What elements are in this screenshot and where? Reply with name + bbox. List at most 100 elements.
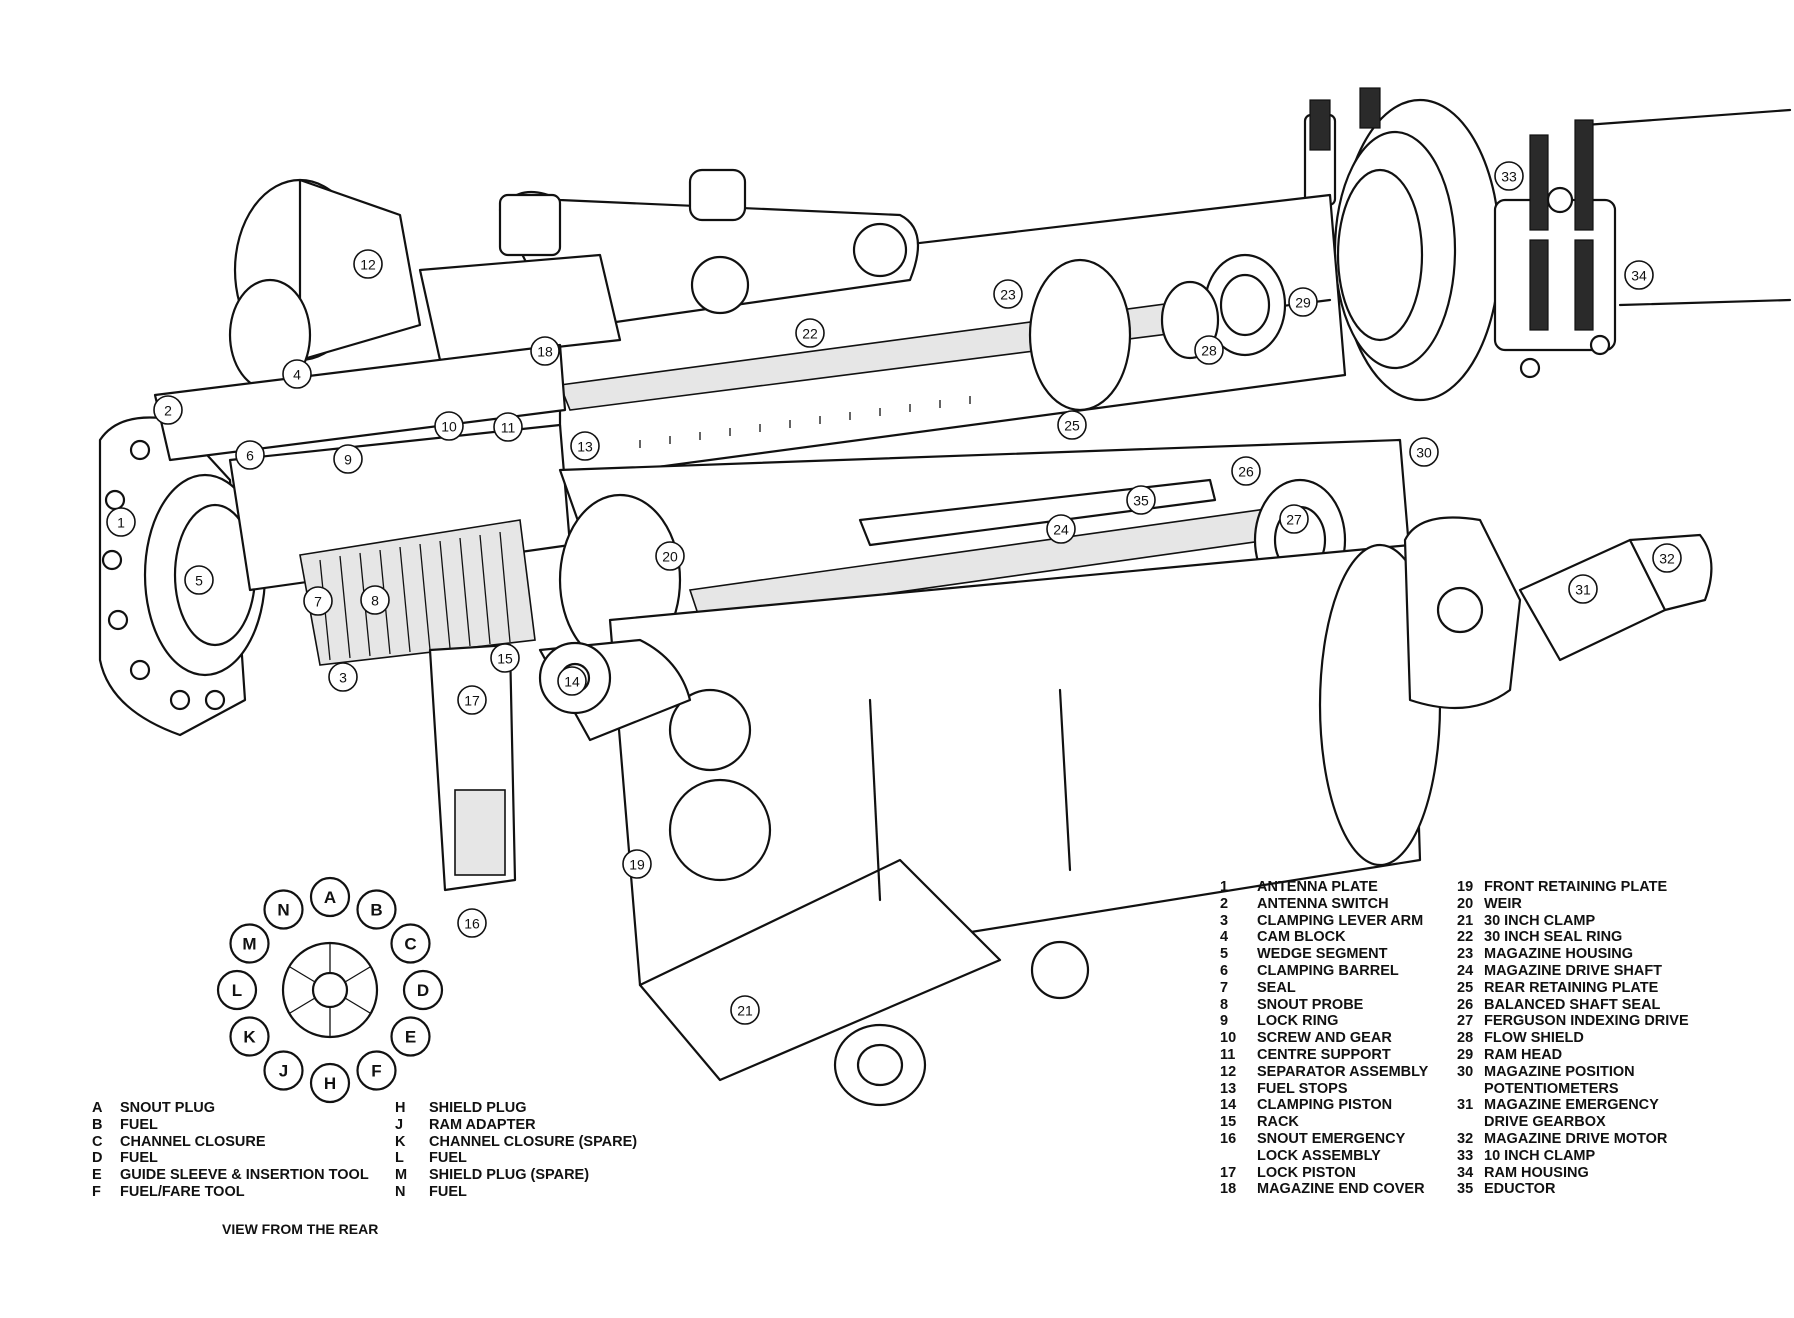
legend-row: 33 10 INCH CLAMP [1457,1148,1689,1165]
callout-label: 2 [164,403,172,419]
legend-key: N [395,1183,406,1200]
legend-label: MAGAZINE DRIVE MOTOR [1484,1130,1668,1147]
legend-label: FUEL [429,1150,467,1167]
legend-label: 30 INCH CLAMP [1484,912,1596,929]
callout-25: 25 [1057,410,1087,440]
legend-key: A [92,1100,103,1116]
legend-row: 6 CLAMPING BARREL [1220,963,1428,980]
legend-key: 20 [1457,895,1474,912]
legend-label: CENTRE SUPPORT [1257,1046,1391,1063]
callout-label: 35 [1133,493,1149,509]
legend-key: 14 [1220,1097,1237,1114]
legend-label: WEIR [1484,895,1522,912]
callout-9: 9 [333,444,363,474]
callout-label: 7 [314,594,322,610]
legend-key: 6 [1220,962,1229,979]
legend-key: 17 [1220,1164,1237,1181]
ring-position-m: M [229,923,270,964]
legend-label: SNOUT PROBE [1257,996,1364,1013]
ring-letter: E [405,1028,416,1047]
legend-row: 1 ANTENNA PLATE [1220,879,1428,896]
callout-label: 9 [344,452,352,468]
legend-key: B [92,1116,103,1133]
legend-label: 10 INCH CLAMP [1484,1147,1596,1164]
legend-key: 31 [1457,1097,1474,1114]
legend-key: H [395,1100,406,1116]
legend-key: 13 [1220,1080,1237,1097]
ring-position-c: C [390,923,431,964]
legend-key: 23 [1457,946,1474,963]
legend-key: 35 [1457,1181,1474,1198]
rear-view-hub-center [311,971,349,1009]
legend-key: 33 [1457,1147,1474,1164]
callout-13: 13 [570,431,600,461]
legend-row: LOCK ASSEMBLY [1220,1148,1428,1165]
legend-key: 10 [1220,1030,1237,1047]
legend-label: DRIVE GEARBOX [1484,1114,1606,1131]
callout-label: 15 [497,651,513,667]
legend-key: 5 [1220,946,1229,963]
legend-row: 17 LOCK PISTON [1220,1165,1428,1182]
legend-label: SCREW AND GEAR [1257,1030,1392,1047]
callout-label: 25 [1064,418,1080,434]
legend-label: FUEL [429,1183,467,1200]
legend-label: CLAMPING BARREL [1257,962,1399,979]
callout-33: 33 [1494,161,1524,191]
legend-key: D [92,1150,103,1167]
ring-letter: D [417,981,429,1000]
callout-label: 18 [537,344,553,360]
legend-label: LOCK PISTON [1257,1164,1356,1181]
ring-letter: L [232,981,242,1000]
legend-label: FUEL [120,1150,158,1167]
rear-view-hub-spokes [289,943,371,1037]
ring-position-l: L [216,969,258,1011]
legend-label: MAGAZINE DRIVE SHAFT [1484,962,1663,979]
ring-letter: J [279,1062,288,1081]
callout-label: 22 [802,326,818,342]
legend-label: RAM HOUSING [1484,1164,1589,1181]
callout-label: 24 [1053,522,1069,538]
legend-key: 22 [1457,929,1474,946]
legend-label: POTENTIOMETERS [1484,1080,1619,1097]
legend-row: DRIVE GEARBOX [1457,1114,1689,1131]
legend-label: FUEL STOPS [1257,1080,1348,1097]
legend-label: MAGAZINE EMERGENCY [1484,1097,1659,1114]
legend-label: 30 INCH SEAL RING [1484,929,1623,946]
legend-key: 19 [1457,879,1474,895]
lower-drum [608,543,1442,1107]
legend-key: 16 [1220,1130,1237,1147]
snout-emergency-lock [428,638,692,892]
legend-row: N FUEL [395,1184,637,1201]
legend-label: CHANNEL CLOSURE [120,1133,266,1150]
legend-key: 29 [1457,1046,1474,1063]
legend-key: J [395,1116,404,1133]
legend-key: L [395,1150,404,1167]
legend-key: 25 [1457,979,1474,996]
legend-label: LOCK RING [1257,1013,1339,1030]
antenna-plate-assembly [98,343,572,737]
callout-label: 16 [464,916,480,932]
callout-15: 15 [490,643,520,673]
legend-label: ANTENNA PLATE [1257,879,1378,895]
callout-32: 32 [1652,543,1682,573]
callout-19: 19 [622,849,652,879]
legend-key: 1 [1220,879,1229,895]
ring-letter: N [277,901,289,920]
callout-label: 34 [1631,268,1647,284]
callout-29: 29 [1288,287,1318,317]
callout-23: 23 [993,279,1023,309]
legend-key: 21 [1457,912,1474,929]
